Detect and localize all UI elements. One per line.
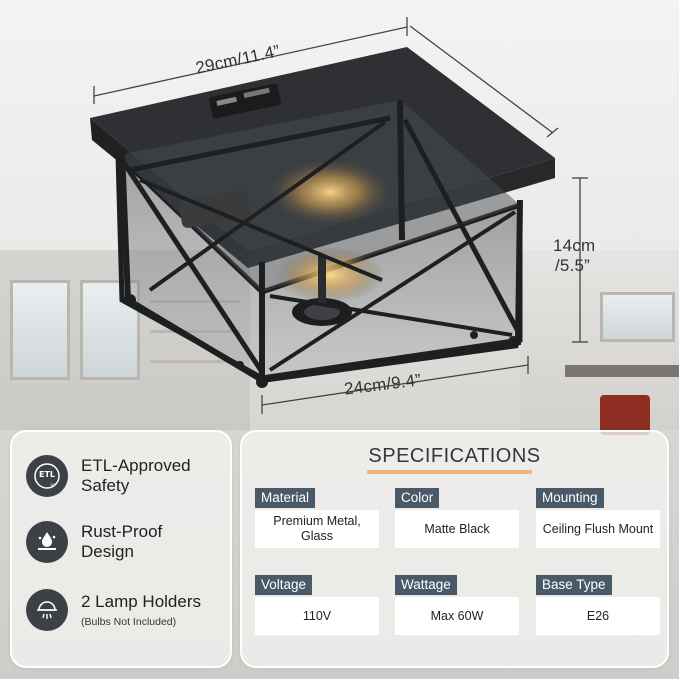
- window: [10, 280, 70, 380]
- spec-voltage: Voltage 110V: [255, 575, 379, 635]
- spec-label: Base Type: [536, 575, 612, 595]
- spec-material: Material Premium Metal, Glass: [255, 488, 379, 548]
- feature-rust-proof: Rust-Proof Design: [26, 521, 162, 563]
- etl-logo-us: us: [50, 483, 56, 488]
- feature-title: Design: [81, 542, 134, 561]
- feature-title: 2 Lamp Holders: [81, 592, 202, 611]
- window: [600, 292, 675, 342]
- rust-proof-icon: [26, 521, 68, 563]
- etl-logo-text: ETL: [39, 470, 55, 479]
- shelf: [150, 360, 240, 363]
- spec-value: E26: [536, 597, 660, 635]
- specifications-title: SPECIFICATIONS: [368, 445, 541, 467]
- feature-lamp-holders: 2 Lamp Holders (Bulbs Not Included): [26, 589, 201, 631]
- bulb: [275, 247, 385, 303]
- spec-label: Mounting: [536, 488, 604, 508]
- spec-base-type: Base Type E26: [536, 575, 660, 635]
- feature-note: (Bulbs Not Included): [81, 616, 177, 628]
- spec-mounting: Mounting Ceiling Flush Mount: [536, 488, 660, 548]
- etl-certification-icon: ETL us: [26, 455, 68, 497]
- spec-label: Wattage: [395, 575, 457, 595]
- dimension-lines: [93, 17, 588, 414]
- spec-value: Max 60W: [395, 597, 519, 635]
- spec-label: Material: [255, 488, 316, 508]
- spec-value: Premium Metal, Glass: [255, 510, 379, 548]
- spec-label: Voltage: [255, 575, 313, 595]
- spec-color: Color Matte Black: [395, 488, 519, 548]
- feature-etl: ETL us ETL-Approved Safety: [26, 455, 191, 497]
- feature-title: ETL-Approved: [81, 456, 191, 475]
- shelf-plants: [565, 365, 679, 377]
- spec-value: 110V: [255, 597, 379, 635]
- spec-value: Matte Black: [395, 510, 519, 548]
- lamp-holders-icon: [26, 589, 68, 631]
- spec-value: Ceiling Flush Mount: [536, 510, 660, 548]
- title-underline: [367, 470, 532, 474]
- features-panel: ETL us ETL-Approved Safety Rust-Proof De…: [10, 430, 232, 668]
- red-chair: [600, 395, 650, 435]
- spec-label: Color: [395, 488, 440, 508]
- dimension-height: 14cm: [553, 236, 596, 255]
- feature-title: Safety: [81, 476, 130, 495]
- bulb: [270, 160, 390, 224]
- dimension-height-inches: /5.5”: [555, 256, 591, 275]
- specifications-panel: SPECIFICATIONS Material Premium Metal, G…: [240, 430, 669, 668]
- spec-wattage: Wattage Max 60W: [395, 575, 519, 635]
- feature-title: Rust-Proof: [81, 522, 163, 541]
